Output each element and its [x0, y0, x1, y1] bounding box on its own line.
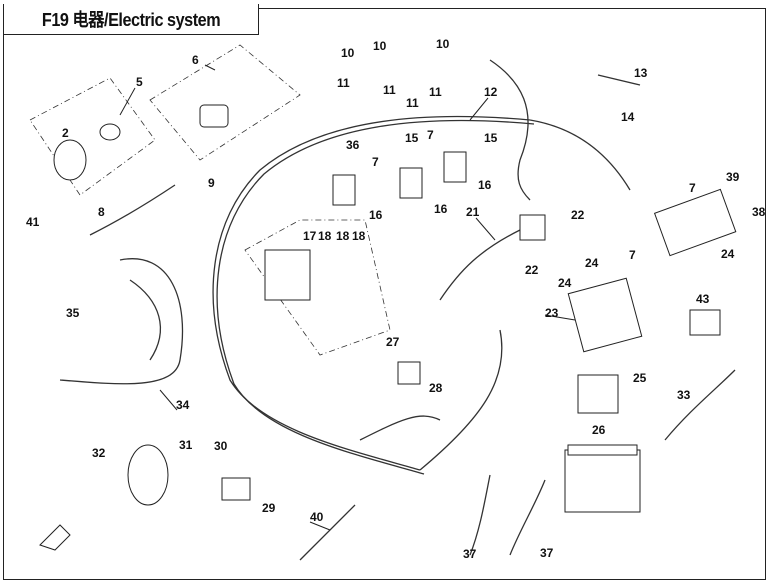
page-title: F19 电器/Electric system — [41, 10, 221, 30]
callout: 5 — [136, 75, 143, 89]
relay-16c — [443, 151, 467, 183]
callout: 31 — [179, 438, 193, 452]
callout: 9 — [208, 176, 215, 190]
callout: 26 — [592, 423, 606, 437]
callout: 11 — [383, 83, 396, 97]
flasher-relay — [689, 309, 721, 336]
callout: 10 — [341, 46, 355, 60]
callout-labels: 5 6 2 10 10 10 11 11 11 11 12 13 14 15 1… — [26, 37, 766, 561]
key-switch-group-box — [149, 44, 301, 161]
callout: 36 — [346, 138, 360, 152]
battery-cable — [59, 258, 184, 385]
ignition-coil — [519, 214, 546, 241]
callout: 11 — [337, 76, 350, 90]
cdi-unit — [653, 188, 737, 257]
sensor-8 — [89, 184, 176, 236]
callout: 11 — [429, 85, 442, 99]
callout: 22 — [525, 263, 539, 277]
relay-16a — [332, 174, 356, 206]
callout: 32 — [92, 446, 106, 460]
callout: 15 — [484, 131, 498, 145]
callout: 24 — [721, 247, 735, 261]
callout: 40 — [310, 510, 324, 524]
sub-harness-40 — [299, 504, 356, 561]
callout: 41 — [26, 215, 40, 229]
callout: 18 — [352, 229, 366, 243]
ht-lead — [439, 229, 521, 301]
callout: 11 — [406, 96, 419, 110]
callout: 37 — [540, 546, 554, 560]
relay-16b — [399, 167, 423, 199]
title-box: F19 电器/Electric system — [3, 4, 259, 35]
callout: 12 — [484, 85, 498, 99]
callout: 7 — [629, 248, 636, 262]
callout: 2 — [62, 126, 69, 140]
callout: 38 — [752, 205, 766, 219]
callout: 29 — [262, 501, 276, 515]
connector-37a — [469, 474, 491, 556]
fuse-box — [264, 249, 311, 301]
battery — [564, 449, 641, 513]
callout: 18 — [336, 229, 350, 243]
callout: 14 — [621, 110, 635, 124]
direction-arrow-icon — [39, 524, 71, 551]
callout: 33 — [677, 388, 691, 402]
cable-tie-13 — [597, 74, 641, 86]
callout: 10 — [373, 39, 387, 53]
callout: 22 — [571, 208, 585, 222]
callout: 37 — [463, 547, 477, 561]
ground-cable — [129, 279, 162, 361]
callout: 10 — [436, 37, 450, 51]
sensor-cable-33 — [664, 369, 736, 441]
callout: 24 — [558, 276, 572, 290]
ignition-switch — [53, 139, 87, 181]
callout: 7 — [372, 155, 379, 169]
horn — [127, 444, 169, 506]
callout: 27 — [386, 335, 400, 349]
connector-37b — [509, 479, 546, 556]
nut — [99, 123, 121, 141]
callout: 7 — [427, 128, 434, 142]
callout: 23 — [545, 306, 559, 320]
relay-28 — [397, 361, 421, 385]
callout: 43 — [696, 292, 710, 306]
callout: 7 — [689, 181, 696, 195]
diagram-frame — [3, 8, 766, 580]
ignition-switch-group-box — [29, 77, 156, 196]
callout: 34 — [176, 398, 190, 412]
callout: 17 — [303, 229, 317, 243]
relay-29 — [221, 477, 251, 501]
fuse-box-group-box — [244, 219, 391, 356]
callout: 30 — [214, 439, 228, 453]
callout: 18 — [318, 229, 332, 243]
callout: 13 — [634, 66, 648, 80]
callout: 16 — [434, 202, 448, 216]
callout: 24 — [585, 256, 599, 270]
callout: 21 — [466, 205, 480, 219]
callout: 8 — [98, 205, 105, 219]
callout: 35 — [66, 306, 80, 320]
callout: 6 — [192, 53, 199, 67]
callout: 25 — [633, 371, 647, 385]
main-wiring-harness — [212, 59, 631, 475]
callout: 16 — [369, 208, 383, 222]
callout: 16 — [478, 178, 492, 192]
starter-relay — [577, 374, 619, 414]
regulator-rectifier — [567, 277, 643, 353]
callout: 15 — [405, 131, 419, 145]
key-switch — [199, 104, 229, 128]
callout: 39 — [726, 170, 740, 184]
callout: 28 — [429, 381, 443, 395]
battery-top — [567, 444, 638, 456]
